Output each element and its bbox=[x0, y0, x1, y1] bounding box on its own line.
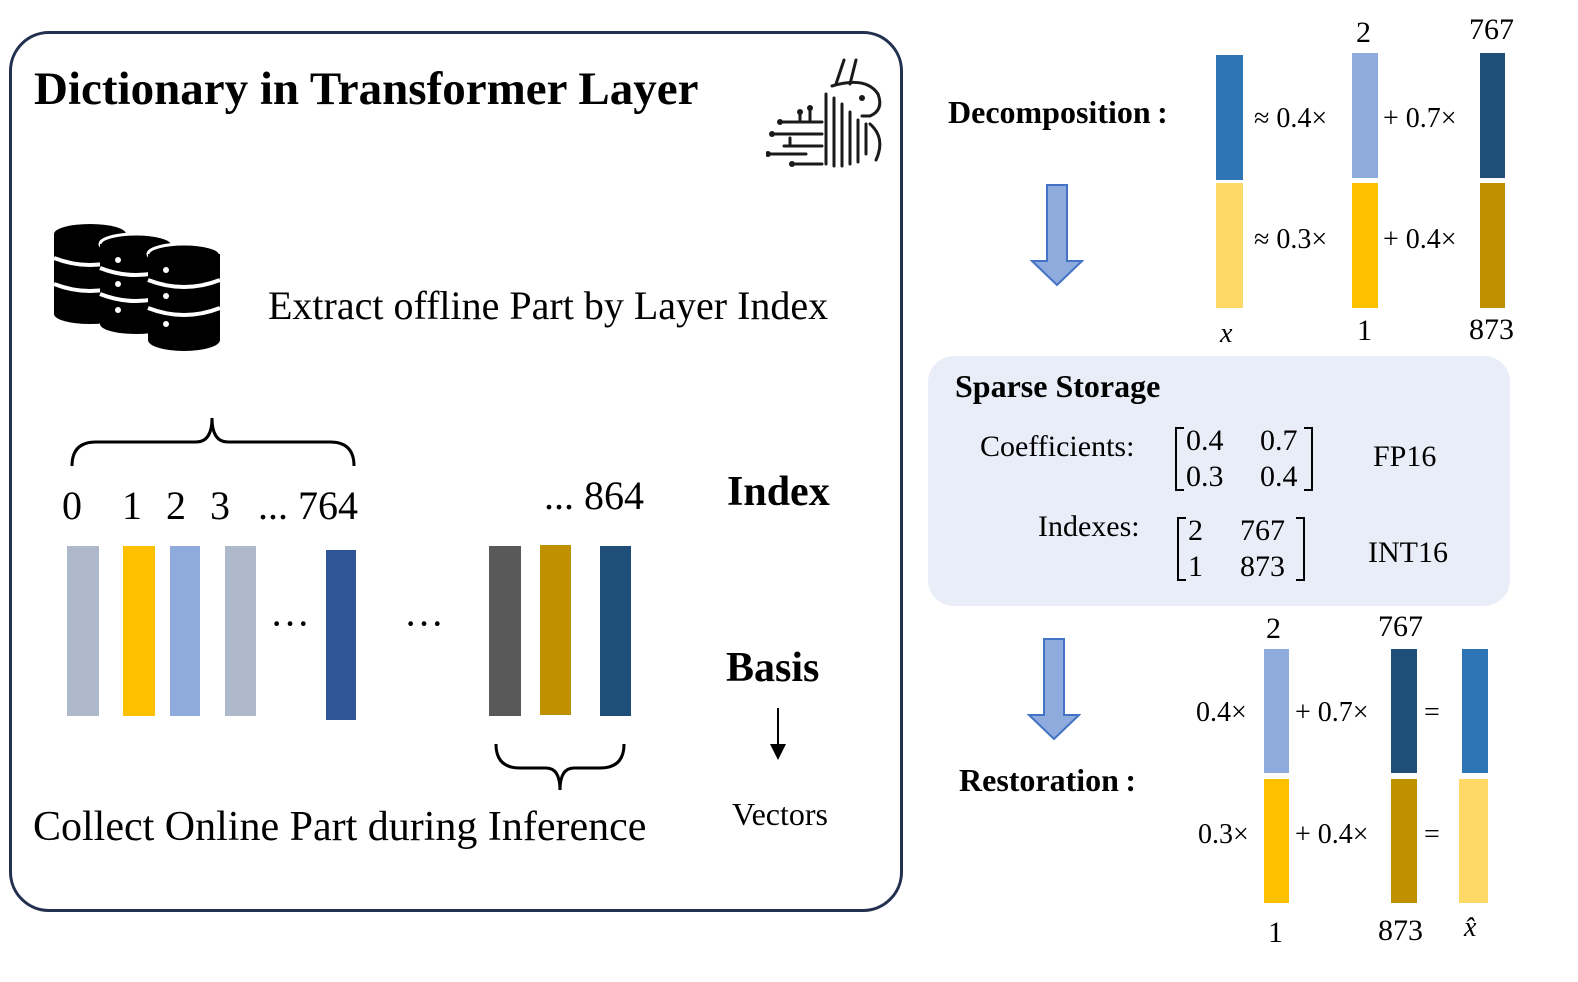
index-label-764: ... 764 bbox=[258, 483, 358, 528]
dictionary-panel bbox=[9, 31, 903, 912]
top-brace bbox=[70, 417, 356, 467]
rest-row1-coef2: + 0.7× bbox=[1295, 697, 1369, 728]
decomp-row2-coef1: ≈ 0.3× bbox=[1254, 224, 1328, 255]
ellipsis-1: ··· bbox=[270, 601, 310, 646]
coef-matrix-cell-3: 0.4 bbox=[1260, 460, 1298, 493]
online-vector-b bbox=[540, 545, 571, 715]
index-label-3: 3 bbox=[210, 483, 230, 528]
rest-basis-873 bbox=[1391, 779, 1417, 903]
decomp-bottom-index-873: 873 bbox=[1469, 313, 1514, 346]
decomp-basis-2 bbox=[1352, 53, 1378, 178]
coef-matrix-cell-0: 0.4 bbox=[1186, 424, 1224, 457]
basis-vector-1 bbox=[123, 546, 155, 716]
database-icon bbox=[53, 224, 222, 351]
basis-vector-0 bbox=[67, 546, 99, 716]
decomp-row1-coef1: ≈ 0.4× bbox=[1254, 103, 1328, 134]
rest-bottom-index-873: 873 bbox=[1378, 914, 1423, 947]
online-vector-864 bbox=[600, 546, 631, 716]
coef-matrix-cell-2: 0.3 bbox=[1186, 460, 1224, 493]
rest-top-index-767: 767 bbox=[1378, 610, 1423, 643]
decomp-x-label: x bbox=[1220, 318, 1233, 349]
index-label-2: 2 bbox=[166, 483, 186, 528]
basis-vector-764 bbox=[326, 550, 356, 720]
rest-xhat-bottom bbox=[1459, 779, 1488, 903]
collect-online-text: Collect Online Part during Inference bbox=[33, 804, 647, 850]
online-vector-a bbox=[489, 546, 521, 716]
extract-offline-text: Extract offline Part by Layer Index bbox=[268, 283, 829, 328]
coef-matrix-brackets bbox=[1175, 427, 1313, 491]
coefficients-label: Coefficients: bbox=[980, 430, 1135, 463]
down-arrow-icon-2 bbox=[1027, 638, 1081, 741]
index-matrix-brackets bbox=[1177, 517, 1305, 581]
decomp-basis-767 bbox=[1480, 53, 1505, 178]
index-label-864: ... 864 bbox=[544, 473, 644, 518]
rest-row1-equals: = bbox=[1424, 697, 1440, 728]
sparse-storage-box bbox=[928, 356, 1510, 606]
ellipsis-2: ··· bbox=[404, 601, 444, 646]
rest-xhat-top bbox=[1462, 649, 1488, 773]
down-arrow-icon bbox=[1030, 184, 1084, 287]
coef-type-label: FP16 bbox=[1373, 440, 1437, 473]
decomp-row2-coef2: + 0.4× bbox=[1383, 224, 1457, 255]
decomp-x-bottom bbox=[1216, 183, 1243, 308]
llama-circuit-logo-icon bbox=[766, 58, 882, 168]
rest-top-index-2: 2 bbox=[1266, 612, 1281, 645]
coef-matrix-cell-1: 0.7 bbox=[1260, 424, 1298, 457]
rest-row2-coef2: + 0.4× bbox=[1295, 819, 1369, 850]
rest-row2-equals: = bbox=[1424, 819, 1440, 850]
rest-row1-coef1: 0.4× bbox=[1196, 697, 1247, 728]
decomp-basis-1 bbox=[1352, 183, 1378, 308]
index-label-0: 0 bbox=[62, 483, 82, 528]
panel-title: Dictionary in Transformer Layer bbox=[34, 63, 699, 115]
restoration-label: Restoration : bbox=[959, 762, 1137, 798]
index-matrix-cell-2: 1 bbox=[1188, 550, 1203, 583]
vectors-arrow-head bbox=[770, 744, 786, 760]
basis-heading: Basis bbox=[726, 645, 820, 691]
decomposition-label: Decomposition : bbox=[948, 94, 1168, 130]
bottom-brace bbox=[494, 743, 626, 791]
rest-bottom-index-1: 1 bbox=[1268, 916, 1283, 949]
index-type-label: INT16 bbox=[1368, 536, 1448, 569]
index-matrix-cell-1: 767 bbox=[1240, 514, 1285, 547]
rest-basis-767 bbox=[1391, 649, 1417, 773]
indexes-label: Indexes: bbox=[1038, 510, 1140, 543]
rest-row2-coef1: 0.3× bbox=[1198, 819, 1249, 850]
index-label-1: 1 bbox=[122, 483, 142, 528]
index-matrix-cell-3: 873 bbox=[1240, 550, 1285, 583]
decomp-top-index-767: 767 bbox=[1469, 13, 1514, 46]
decomp-top-index-2: 2 bbox=[1356, 16, 1371, 49]
decomp-basis-873 bbox=[1480, 183, 1505, 308]
index-heading: Index bbox=[727, 469, 830, 515]
basis-vector-3 bbox=[225, 546, 256, 716]
rest-basis-1 bbox=[1264, 779, 1289, 903]
decomp-x-top bbox=[1216, 55, 1243, 180]
index-matrix-cell-0: 2 bbox=[1188, 514, 1203, 547]
rest-xhat-label: x̂ bbox=[1464, 912, 1477, 943]
basis-vector-2 bbox=[170, 546, 200, 716]
sparse-storage-title: Sparse Storage bbox=[955, 368, 1161, 404]
rest-basis-2 bbox=[1264, 649, 1289, 773]
decomp-row1-coef2: + 0.7× bbox=[1383, 103, 1457, 134]
vectors-label: Vectors bbox=[732, 796, 828, 832]
decomp-bottom-index-1: 1 bbox=[1357, 314, 1372, 347]
